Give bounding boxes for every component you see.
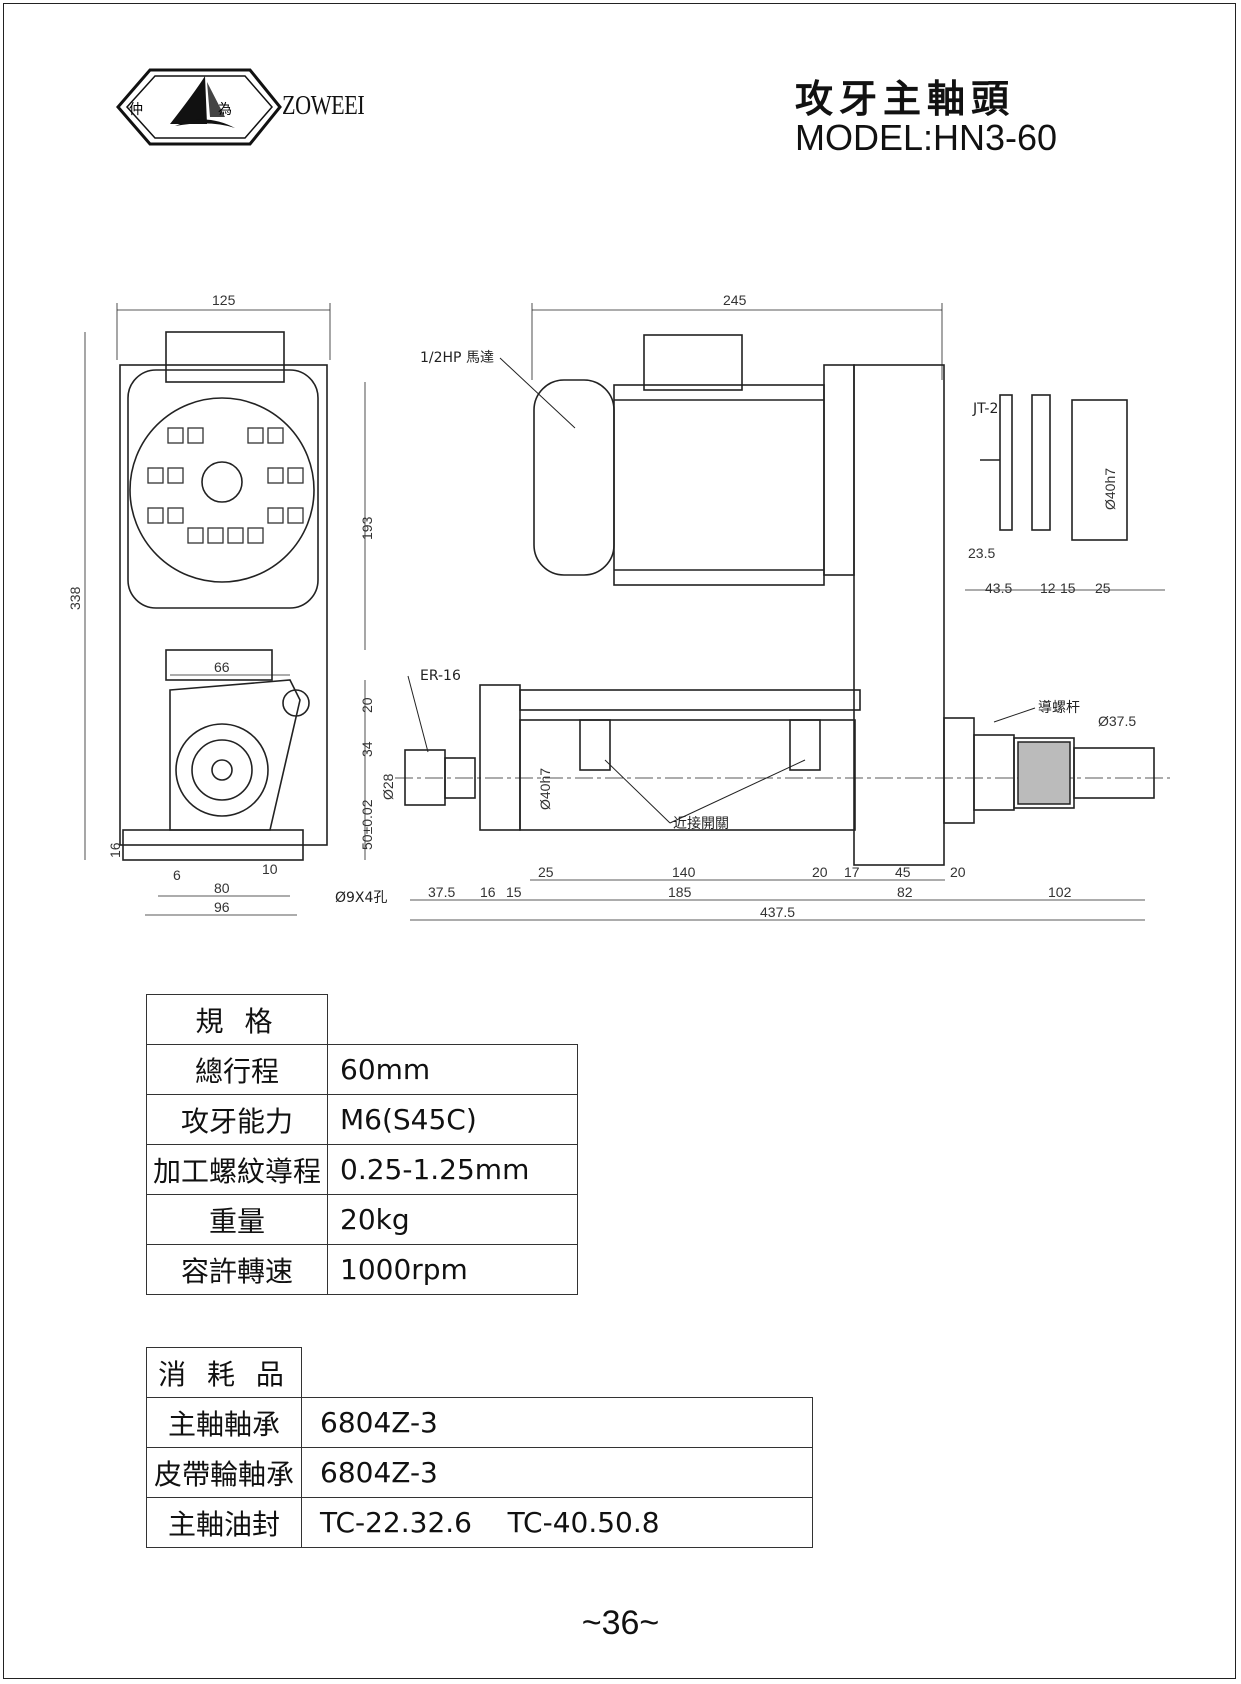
dim-82: 82 [897, 884, 913, 900]
dim-d40-jt: Ø40h7 [1102, 468, 1118, 510]
logo-char-right: 為 [218, 102, 232, 118]
spec-table: 規 格 總行程 60mm 攻牙能力 M6(S45C) 加工螺紋導程 0.25-1… [146, 994, 578, 1295]
dim-140: 140 [672, 864, 696, 880]
spec-key: 總行程 [146, 1044, 328, 1095]
dim-20: 20 [359, 697, 375, 713]
dim-45: 45 [895, 864, 911, 880]
dim-50: 50±0.02 [359, 799, 375, 850]
page-border [3, 3, 1236, 1679]
dim-23: 23.5 [968, 545, 995, 561]
spec-key: 攻牙能力 [146, 1094, 328, 1145]
consumable-key: 皮帶輪軸承 [146, 1447, 302, 1498]
spec-key: 重量 [146, 1194, 328, 1245]
spec-value: 1000rpm [327, 1244, 578, 1295]
dim-34: 34 [359, 741, 375, 757]
dim-20-a: 20 [812, 864, 828, 880]
dim-25: 25 [538, 864, 554, 880]
dim-12: 12 [1040, 580, 1056, 596]
consumable-value: TC-22.32.6 TC-40.50.8 [301, 1497, 813, 1548]
brand-logo: 仲 為 [116, 68, 282, 146]
proximity-switch-label: 近接開關 [673, 815, 729, 832]
page-number: ~36~ [581, 1604, 660, 1642]
dim-185: 185 [668, 884, 692, 900]
spec-key: 容許轉速 [146, 1244, 328, 1295]
motor-label: 1/2HP 馬達 [420, 350, 494, 366]
holes-label: Ø9X4孔 [335, 890, 387, 906]
dim-17: 17 [844, 864, 860, 880]
consumable-value: 6804Z-3 [301, 1397, 813, 1448]
spec-key: 加工螺紋導程 [146, 1144, 328, 1195]
dim-96: 96 [214, 899, 230, 915]
logo-char-left: 仲 [129, 102, 143, 118]
model-number: MODEL:HN3-60 [795, 117, 1058, 158]
dim-102: 102 [1048, 884, 1072, 900]
page-title: 攻牙主軸頭 [795, 77, 1016, 121]
consumables-table: 消 耗 品 主軸軸承 6804Z-3 皮帶輪軸承 6804Z-3 主軸油封 TC… [146, 1347, 813, 1548]
spec-value: 60mm [327, 1044, 578, 1095]
dim-16-b: 16 [480, 884, 496, 900]
consumables-header: 消 耗 品 [146, 1347, 302, 1398]
dim-16: 16 [107, 842, 123, 858]
dim-20-b: 20 [950, 864, 966, 880]
dim-125: 125 [212, 292, 236, 308]
dim-15-b: 15 [506, 884, 522, 900]
consumable-key: 主軸油封 [146, 1497, 302, 1548]
dim-d37: Ø37.5 [1098, 713, 1136, 729]
spec-header: 規 格 [146, 994, 328, 1045]
spec-value: 20kg [327, 1194, 578, 1245]
dim-d28: Ø28 [380, 773, 396, 800]
dim-437: 437.5 [760, 904, 795, 920]
dim-10: 10 [262, 861, 278, 877]
brand-name: ZOWEEI [282, 90, 365, 120]
dim-43: 43.5 [985, 580, 1012, 596]
spec-value: 0.25-1.25mm [327, 1144, 578, 1195]
dim-245: 245 [723, 292, 747, 308]
jt-label: JT-2 [972, 401, 998, 417]
spec-value: M6(S45C) [327, 1094, 578, 1145]
technical-drawing: 125 338 193 66 20 34 50±0.02 16 6 10 80 … [67, 292, 1170, 921]
dim-37: 37.5 [428, 884, 455, 900]
consumable-value: 6804Z-3 [301, 1447, 813, 1498]
dim-66: 66 [214, 659, 230, 675]
dim-193: 193 [359, 516, 375, 540]
dim-338: 338 [67, 586, 83, 610]
dim-d40-spindle: Ø40h7 [537, 768, 553, 810]
dim-6: 6 [173, 867, 181, 883]
lead-screw-label: 導螺杆 [1038, 700, 1080, 716]
collet-label: ER-16 [420, 668, 461, 684]
dim-15-jt: 15 [1060, 580, 1076, 596]
dim-80: 80 [214, 880, 230, 896]
consumable-key: 主軸軸承 [146, 1397, 302, 1448]
dim-25-jt: 25 [1095, 580, 1111, 596]
